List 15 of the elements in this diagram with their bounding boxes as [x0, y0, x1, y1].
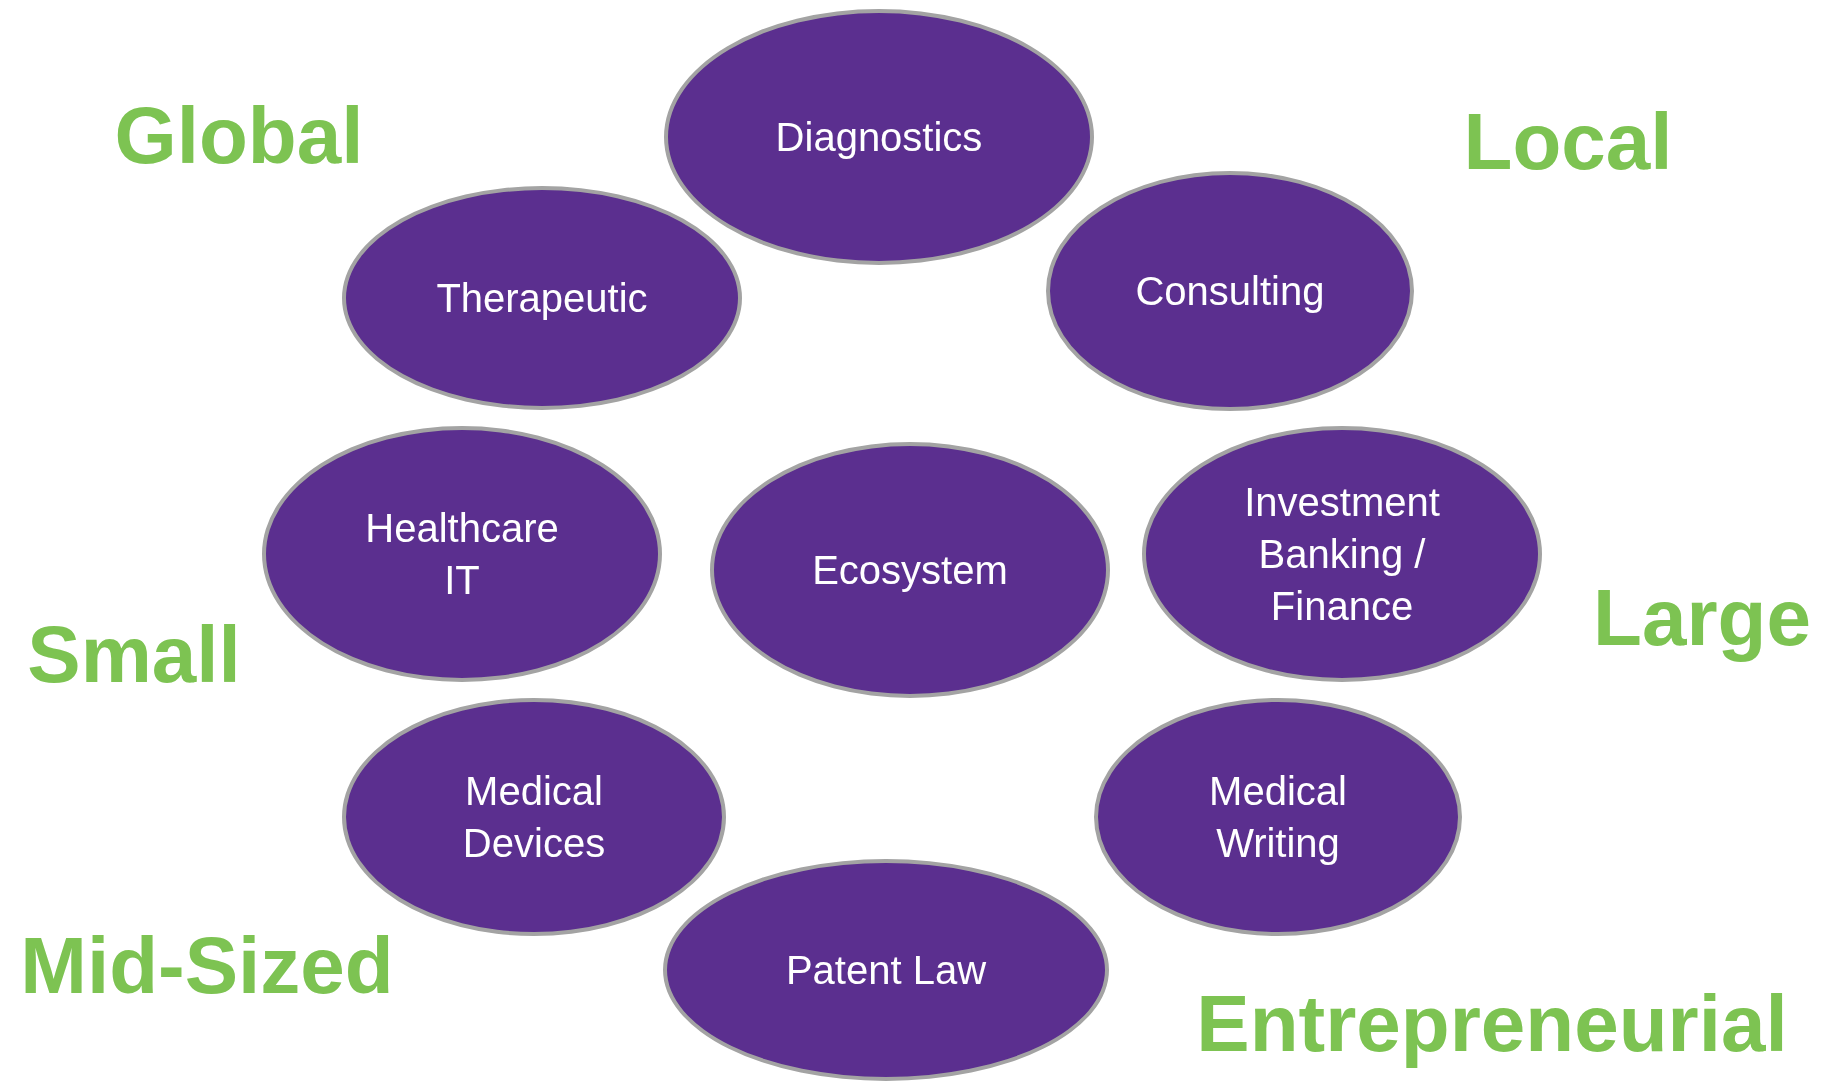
node-label: Healthcare IT — [364, 505, 560, 604]
category-label: Large — [1593, 572, 1811, 664]
category-label: Global — [114, 90, 364, 182]
node-label: Medical Devices — [461, 768, 607, 867]
category-label: Mid-Sized — [20, 920, 394, 1012]
node-label: Diagnostics — [774, 114, 984, 161]
node-label: Medical Writing — [1208, 768, 1348, 867]
category-label: Local — [1463, 96, 1673, 188]
category-label: Small — [27, 609, 241, 701]
node-label: Therapeutic — [435, 275, 649, 322]
node-label: Consulting — [1134, 268, 1326, 315]
node-label: Ecosystem — [811, 547, 1009, 594]
node-label: Patent Law — [784, 947, 988, 994]
category-label: Entrepreneurial — [1196, 978, 1788, 1070]
node-label: Investment Banking / Finance — [1243, 479, 1441, 630]
